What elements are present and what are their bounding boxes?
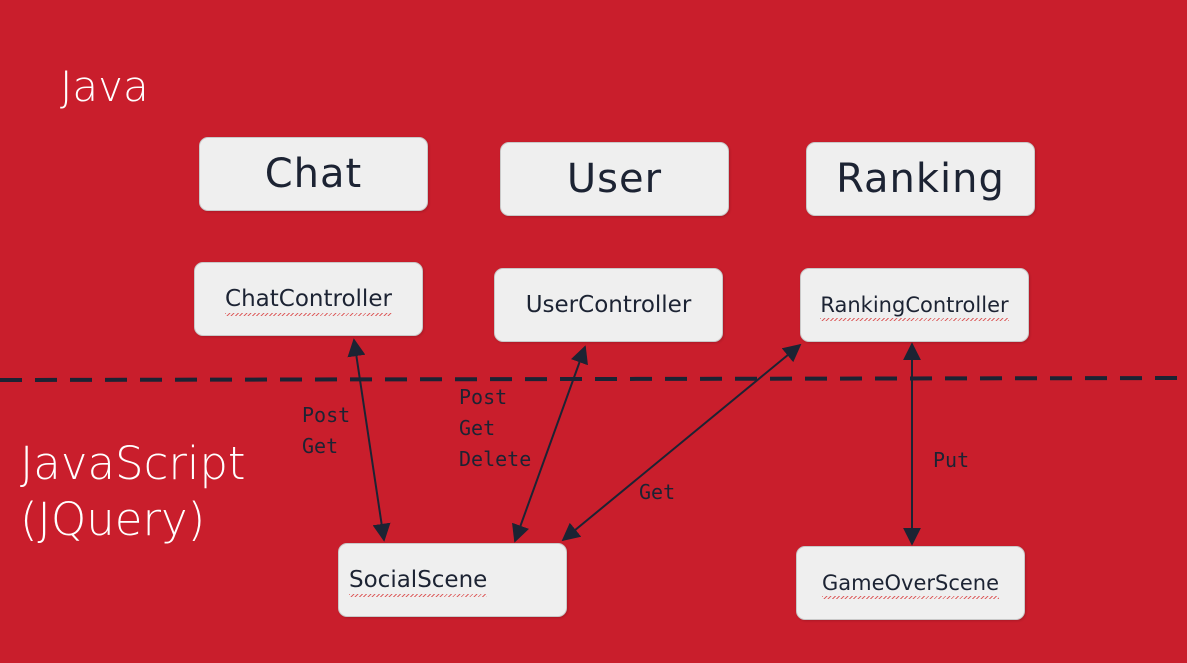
controller-label-user: UserController — [525, 292, 692, 318]
scene-box-social[interactable]: SocialScene — [338, 543, 567, 617]
scene-label-social: SocialScene — [349, 567, 488, 597]
model-label-ranking: Ranking — [836, 156, 1005, 202]
model-box-user[interactable]: User — [500, 142, 729, 216]
layer-label-javascript: JavaScript (JQuery) — [20, 437, 246, 546]
controller-box-chat[interactable]: ChatController — [194, 262, 423, 336]
controller-box-user[interactable]: UserController — [494, 268, 723, 342]
controller-label-ranking: RankingController — [820, 293, 1009, 321]
scene-box-gameover[interactable]: GameOverScene — [796, 546, 1025, 620]
model-label-chat: Chat — [264, 151, 363, 197]
layer-label-java: Java — [60, 62, 149, 111]
arrow-chat-social — [347, 338, 391, 542]
edge-label-user-social: Post Get Delete — [459, 385, 532, 471]
model-box-ranking[interactable]: Ranking — [806, 142, 1035, 216]
layer-divider — [0, 376, 1187, 382]
scene-label-gameover: GameOverScene — [821, 571, 1000, 599]
model-label-user: User — [566, 156, 663, 202]
edge-label-ranking-gameover: Put — [933, 448, 970, 472]
arrow-ranking-social — [561, 343, 802, 542]
model-box-chat[interactable]: Chat — [199, 137, 428, 211]
controller-box-ranking[interactable]: RankingController — [800, 268, 1029, 342]
edge-label-chat-social: Post Get — [302, 403, 351, 458]
controller-label-chat: ChatController — [225, 286, 392, 316]
edge-label-ranking-social: Get — [639, 480, 676, 504]
